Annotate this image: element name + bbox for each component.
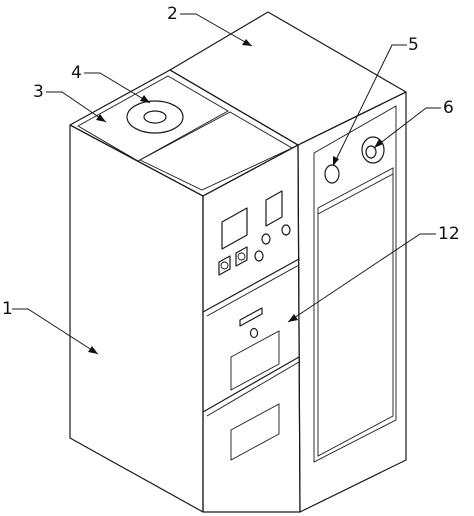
switch-button-1 (218, 255, 231, 276)
leader-2 (180, 13, 253, 47)
rear-door-frame (313, 105, 397, 463)
control-knob-2 (281, 224, 291, 236)
nameplate-slot (239, 307, 263, 327)
callout-labels: 1 2 3 4 5 6 12 (2, 4, 460, 319)
small-indicator-light (324, 164, 340, 184)
leader-1-arrow (88, 346, 98, 354)
vent-grille-middle (230, 330, 280, 391)
front-cabinet-face (202, 144, 301, 513)
callout-1: 1 (2, 299, 13, 319)
fan-grille-hub (143, 110, 167, 124)
large-knob-inner (365, 145, 377, 159)
leader-12-arrow (288, 314, 298, 322)
panel-divider-1 (202, 258, 300, 313)
callout-6: 6 (443, 98, 454, 118)
callout-5: 5 (408, 35, 419, 55)
rear-cabinet (169, 11, 407, 513)
top-panel-inner-right (139, 111, 293, 191)
front-face-outline (202, 144, 301, 513)
top-panel (69, 69, 299, 197)
switch-button-2 (235, 246, 248, 267)
leader-5-arrow (333, 156, 339, 166)
panel-divider-2 (202, 356, 300, 413)
callout-4: 4 (71, 63, 82, 83)
display-screen-left (221, 207, 248, 250)
front-cabinet-left-side (69, 124, 204, 513)
top-panel-inner-left (77, 75, 229, 162)
control-knob-3 (254, 250, 264, 262)
leader-4 (84, 72, 151, 104)
leader-5 (332, 44, 407, 167)
switch-button-1-dot (220, 261, 229, 270)
fan-grille-outer (126, 100, 184, 134)
display-screen-right (265, 190, 283, 227)
leader-3 (46, 91, 107, 123)
front-cabinet-top (69, 69, 299, 197)
leader-6-arrow (374, 139, 383, 148)
panel-divider-1b (206, 264, 300, 317)
rear-door-divider (317, 173, 394, 215)
callout-3: 3 (33, 82, 44, 102)
leader-12 (287, 233, 436, 323)
leader-6 (373, 107, 441, 149)
callout-2: 2 (167, 4, 178, 24)
middle-panel-lock (249, 327, 259, 339)
leader-4-arrow (140, 95, 150, 103)
control-knob-1 (261, 233, 271, 245)
leader-lines (12, 13, 441, 355)
large-knob-outer (361, 136, 385, 164)
switch-button-2-dot (237, 252, 246, 261)
leader-3-arrow (96, 114, 106, 122)
rear-door-window (317, 167, 394, 457)
panel-divider-2b (206, 361, 300, 417)
leader-1 (12, 308, 99, 355)
vent-grille-lower (230, 403, 280, 461)
leader-2-arrow (242, 39, 252, 46)
callout-12: 12 (438, 224, 460, 244)
